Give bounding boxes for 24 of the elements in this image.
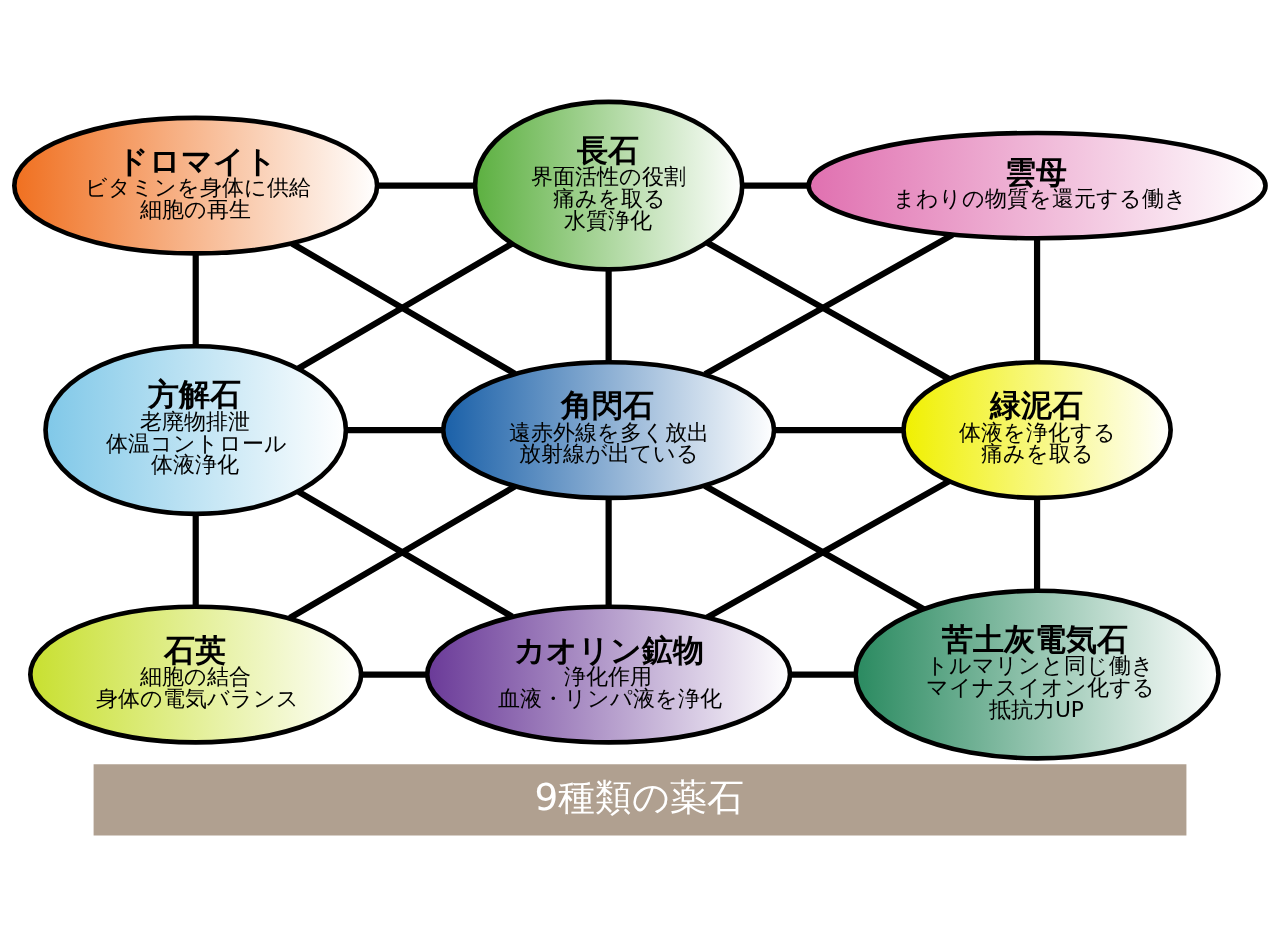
connector <box>361 671 428 678</box>
caption: 9種類の薬石 <box>534 774 745 819</box>
node-ellipse: ドロマイト ビタミンを身体に供給 細胞の再生 <box>12 115 380 256</box>
connector <box>742 182 809 189</box>
connector <box>1033 498 1041 591</box>
node-ellipse: 雲母 まわりの物質を還元する働き <box>806 130 1268 241</box>
connector <box>703 483 926 612</box>
node-ellipse: 石英 細胞の結合 身体の電気バランス <box>28 604 364 745</box>
connector <box>377 182 475 189</box>
connector <box>789 671 856 678</box>
connector <box>192 253 199 347</box>
node-ellipse: 方解石 老廃物排泄 体温コントロール 体液浄化 <box>43 343 349 517</box>
connector <box>192 514 199 607</box>
node-ellipse: 角閃石 遠赤外線を多く放出 放射線が出ている <box>440 359 777 501</box>
node-ellipse: 苦土灰電気石 トルマリンと同じ働き マイナスイオン化する 抵抗力UP <box>853 588 1221 761</box>
connector <box>705 478 951 621</box>
connector <box>774 427 903 434</box>
connector <box>346 427 443 434</box>
node-ellipse: カオリン鉱物 浄化作用 血液・リンパ液を浄化 <box>424 604 793 745</box>
connector <box>605 498 612 607</box>
connector <box>1033 238 1041 362</box>
node-ellipse: 長石 界面活性の役割 痛みを取る 水質浄化 <box>472 99 745 272</box>
node-ellipse: 緑泥石 体液を浄化する 痛みを取る <box>901 359 1173 501</box>
connector <box>605 269 612 362</box>
